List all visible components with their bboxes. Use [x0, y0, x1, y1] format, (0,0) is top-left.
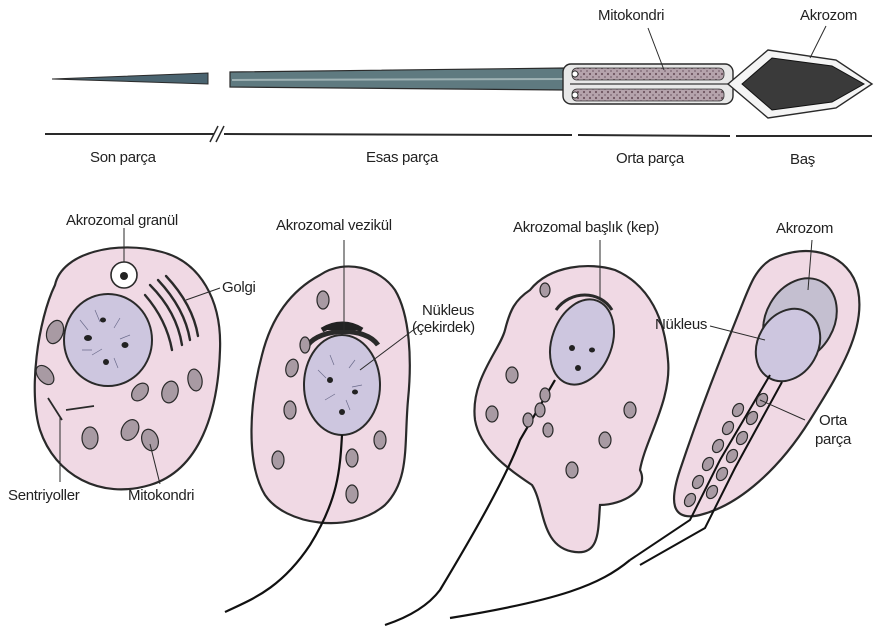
- mature-sperm: [52, 26, 872, 118]
- label-principal-piece: Esas parça: [366, 150, 438, 166]
- label-stage1-mitochondria: Mitokondri: [128, 488, 194, 504]
- label-acrosomal-cap: Akrozomal başlık (kep): [513, 220, 659, 236]
- stage2-nucleus: [304, 335, 380, 435]
- label-stage4-middle-piece-1: Orta: [808, 413, 858, 429]
- sperm-head: [728, 50, 872, 118]
- label-golgi: Golgi: [222, 280, 256, 296]
- sperm-end-piece: [52, 73, 208, 84]
- label-stage4-acrosome: Akrozom: [776, 221, 833, 237]
- stage1-cell: [33, 228, 221, 489]
- label-stage4-nucleus: Nükleus: [655, 317, 707, 333]
- stage3-cell: [385, 240, 668, 625]
- label-end-piece: Son parça: [90, 150, 156, 166]
- label-acrosomal-granule: Akrozomal granül: [66, 213, 178, 229]
- label-head: Baş: [790, 152, 815, 168]
- label-acrosomal-vesicle: Akrozomal vezikül: [276, 218, 392, 234]
- label-stage2-nucleus: Nükleus: [422, 303, 474, 319]
- stage4-tail: [450, 560, 630, 618]
- mitochondria-sheath-bottom: [572, 89, 724, 101]
- label-middle-piece: Orta parça: [616, 151, 684, 167]
- mitochondria-sheath-top: [572, 68, 724, 80]
- axial-filament: [232, 79, 565, 80]
- label-stage2-nucleus-alt: (çekirdek): [412, 320, 475, 336]
- sperm-middle-piece: [563, 64, 740, 104]
- leader-acrosome: [810, 26, 826, 58]
- label-sperm-acrosome: Akrozom: [800, 8, 857, 24]
- label-centrioles: Sentriyoller: [8, 488, 79, 504]
- label-sperm-mitochondria: Mitokondri: [598, 8, 664, 24]
- stage1-nucleus: [64, 294, 152, 386]
- section-divider: [45, 126, 872, 142]
- label-stage4-middle-piece-2: parça: [806, 432, 860, 448]
